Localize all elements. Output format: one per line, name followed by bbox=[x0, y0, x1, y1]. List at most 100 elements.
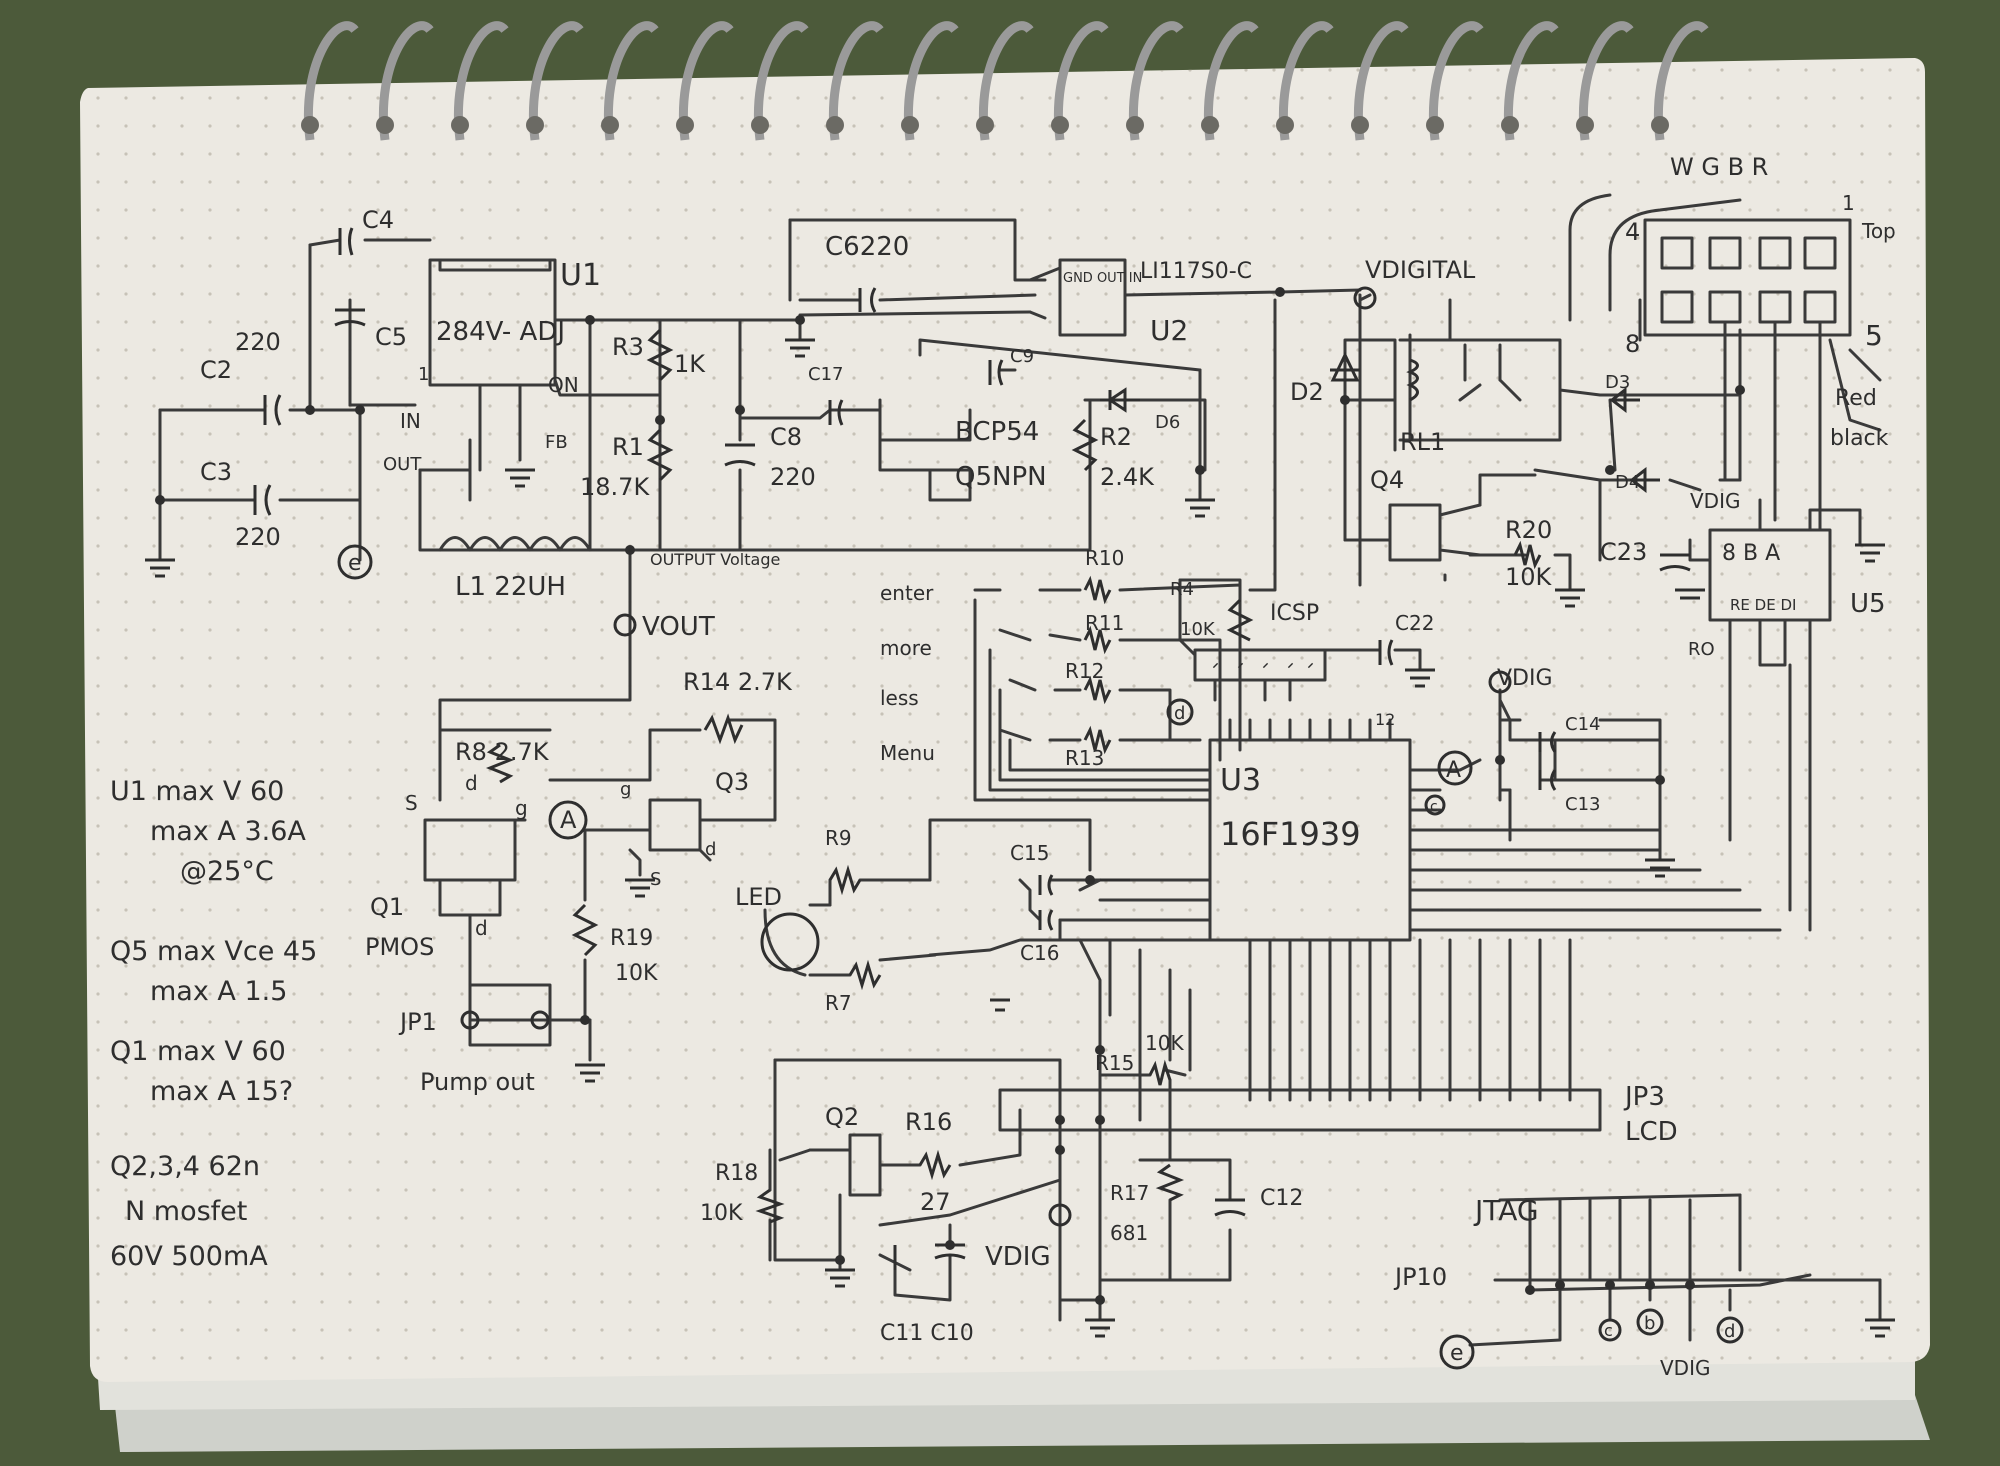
label-pin-d-q1b: d bbox=[475, 916, 488, 940]
label-b-marker: b bbox=[1644, 1313, 1655, 1334]
label-a-marker-2: A bbox=[1446, 758, 1461, 783]
label-r18-value: 10K bbox=[700, 1201, 743, 1226]
r1-symbol bbox=[646, 428, 674, 482]
vdigital-terminal bbox=[1353, 286, 1377, 310]
label-output-voltage: OUTPUT Voltage bbox=[650, 550, 780, 569]
a-marker-circle-1 bbox=[548, 800, 588, 840]
label-r15-value: 10K bbox=[1145, 1031, 1184, 1055]
label-c17: C17 bbox=[808, 364, 843, 385]
label-pin-12: 12 bbox=[1375, 710, 1395, 729]
label-r12: R12 bbox=[1065, 659, 1104, 683]
led-symbol bbox=[760, 912, 820, 972]
c6-symbol bbox=[858, 287, 877, 313]
r16-symbol bbox=[918, 1149, 952, 1181]
label-l1: L1 22UH bbox=[455, 572, 566, 602]
r13-symbol bbox=[1083, 725, 1112, 755]
label-btn-menu: Menu bbox=[880, 741, 935, 765]
e-marker-circle-2 bbox=[1439, 1334, 1475, 1370]
label-red: Red bbox=[1835, 386, 1877, 411]
c14-symbol bbox=[1538, 731, 1557, 753]
label-btn-enter: enter bbox=[880, 581, 934, 605]
label-pin-d-q1: d bbox=[465, 771, 478, 795]
label-q2: Q2 bbox=[825, 1103, 859, 1131]
label-pin-fb: FB bbox=[545, 432, 568, 453]
r19-symbol bbox=[571, 903, 599, 957]
label-d4: D4 bbox=[1615, 472, 1640, 493]
label-d3: D3 bbox=[1605, 372, 1630, 393]
label-conn-5: 5 bbox=[1865, 319, 1883, 352]
icsp-dots bbox=[1212, 662, 1314, 669]
label-vdig-u3: VDIG bbox=[1497, 666, 1553, 691]
r3-symbol bbox=[646, 328, 674, 382]
capacitors bbox=[253, 227, 1691, 1270]
label-r8: R8 2.7K bbox=[455, 738, 550, 766]
label-pin-s-q3: S bbox=[650, 869, 661, 890]
label-r17: R17 bbox=[1110, 1181, 1149, 1205]
r2-symbol bbox=[1071, 418, 1099, 472]
label-u1-chip: 284V- ADJ bbox=[436, 317, 565, 347]
label-c4: C4 bbox=[362, 206, 394, 234]
r9-symbol bbox=[828, 864, 862, 896]
label-conn-8: 8 bbox=[1625, 330, 1640, 358]
label-u5: U5 bbox=[1850, 589, 1886, 619]
label-c12: C12 bbox=[1260, 1186, 1303, 1211]
d6-symbol bbox=[1100, 387, 1140, 413]
label-d6: D6 bbox=[1155, 412, 1180, 433]
label-r4: R4 bbox=[1170, 579, 1194, 600]
spec-notes: U1 max V 60 max A 3.6A @25°C Q5 max Vce … bbox=[110, 776, 317, 1272]
spiral-holes bbox=[301, 116, 1669, 134]
r15-symbol bbox=[1148, 1059, 1172, 1086]
label-r10: R10 bbox=[1085, 546, 1124, 570]
label-u2: U2 bbox=[1150, 314, 1188, 347]
c17-symbol bbox=[828, 399, 844, 426]
b-marker-circle bbox=[1636, 1308, 1664, 1336]
d-marker-circle-1 bbox=[1166, 698, 1194, 726]
label-jp1: JP1 bbox=[398, 1008, 437, 1036]
c9-symbol bbox=[988, 359, 1004, 386]
label-q1: Q1 bbox=[370, 893, 404, 921]
label-c8: C8 bbox=[770, 423, 802, 451]
r20-symbol bbox=[1513, 540, 1542, 570]
label-r7: R7 bbox=[825, 991, 852, 1015]
label-r2: R2 bbox=[1100, 423, 1132, 451]
ground-symbols bbox=[145, 338, 1895, 1338]
label-c5: C5 bbox=[375, 323, 407, 351]
label-c-marker-1: c bbox=[1604, 1321, 1613, 1340]
label-vout: VOUT bbox=[642, 612, 715, 642]
c13-symbol bbox=[1538, 769, 1557, 791]
label-u3-part: 16F1939 bbox=[1220, 815, 1361, 853]
c22-symbol bbox=[1378, 639, 1394, 666]
label-pump-out: Pump out bbox=[420, 1068, 535, 1096]
label-u2-pins: GND OUT IN bbox=[1063, 271, 1142, 286]
label-conn-1: 1 bbox=[1842, 191, 1855, 215]
label-pin-on: ON bbox=[548, 373, 579, 397]
note-line: max A 15? bbox=[150, 1076, 293, 1107]
label-d2: D2 bbox=[1290, 378, 1324, 406]
c16-symbol bbox=[1038, 909, 1054, 931]
r11-symbol bbox=[1083, 625, 1112, 655]
label-jp10: JP10 bbox=[1393, 1263, 1447, 1291]
label-c-marker-2: c bbox=[1430, 799, 1438, 815]
label-ro: RO bbox=[1688, 639, 1715, 660]
label-u3: U3 bbox=[1220, 763, 1261, 798]
note-line: U1 max V 60 bbox=[110, 776, 284, 807]
label-r19: R19 bbox=[610, 926, 653, 951]
label-r1-value: 18.7K bbox=[580, 473, 650, 501]
r14-symbol bbox=[703, 713, 744, 745]
c12-symbol bbox=[1214, 1198, 1246, 1217]
label-r4-value: 10K bbox=[1180, 619, 1216, 640]
label-q1-type: PMOS bbox=[365, 933, 434, 961]
label-vdig-lower: VDIG bbox=[985, 1242, 1051, 1272]
label-icsp: ICSP bbox=[1270, 601, 1319, 626]
label-c8-value: 220 bbox=[770, 463, 816, 491]
label-c16: C16 bbox=[1020, 941, 1059, 965]
r10-symbol bbox=[1083, 575, 1112, 605]
label-c14: C14 bbox=[1565, 714, 1600, 735]
label-btn-more: more bbox=[880, 636, 932, 660]
label-q4: Q4 bbox=[1370, 466, 1404, 494]
label-r20-value: 10K bbox=[1505, 563, 1553, 591]
label-black: black bbox=[1830, 426, 1889, 451]
label-btn-less: less bbox=[880, 686, 919, 710]
